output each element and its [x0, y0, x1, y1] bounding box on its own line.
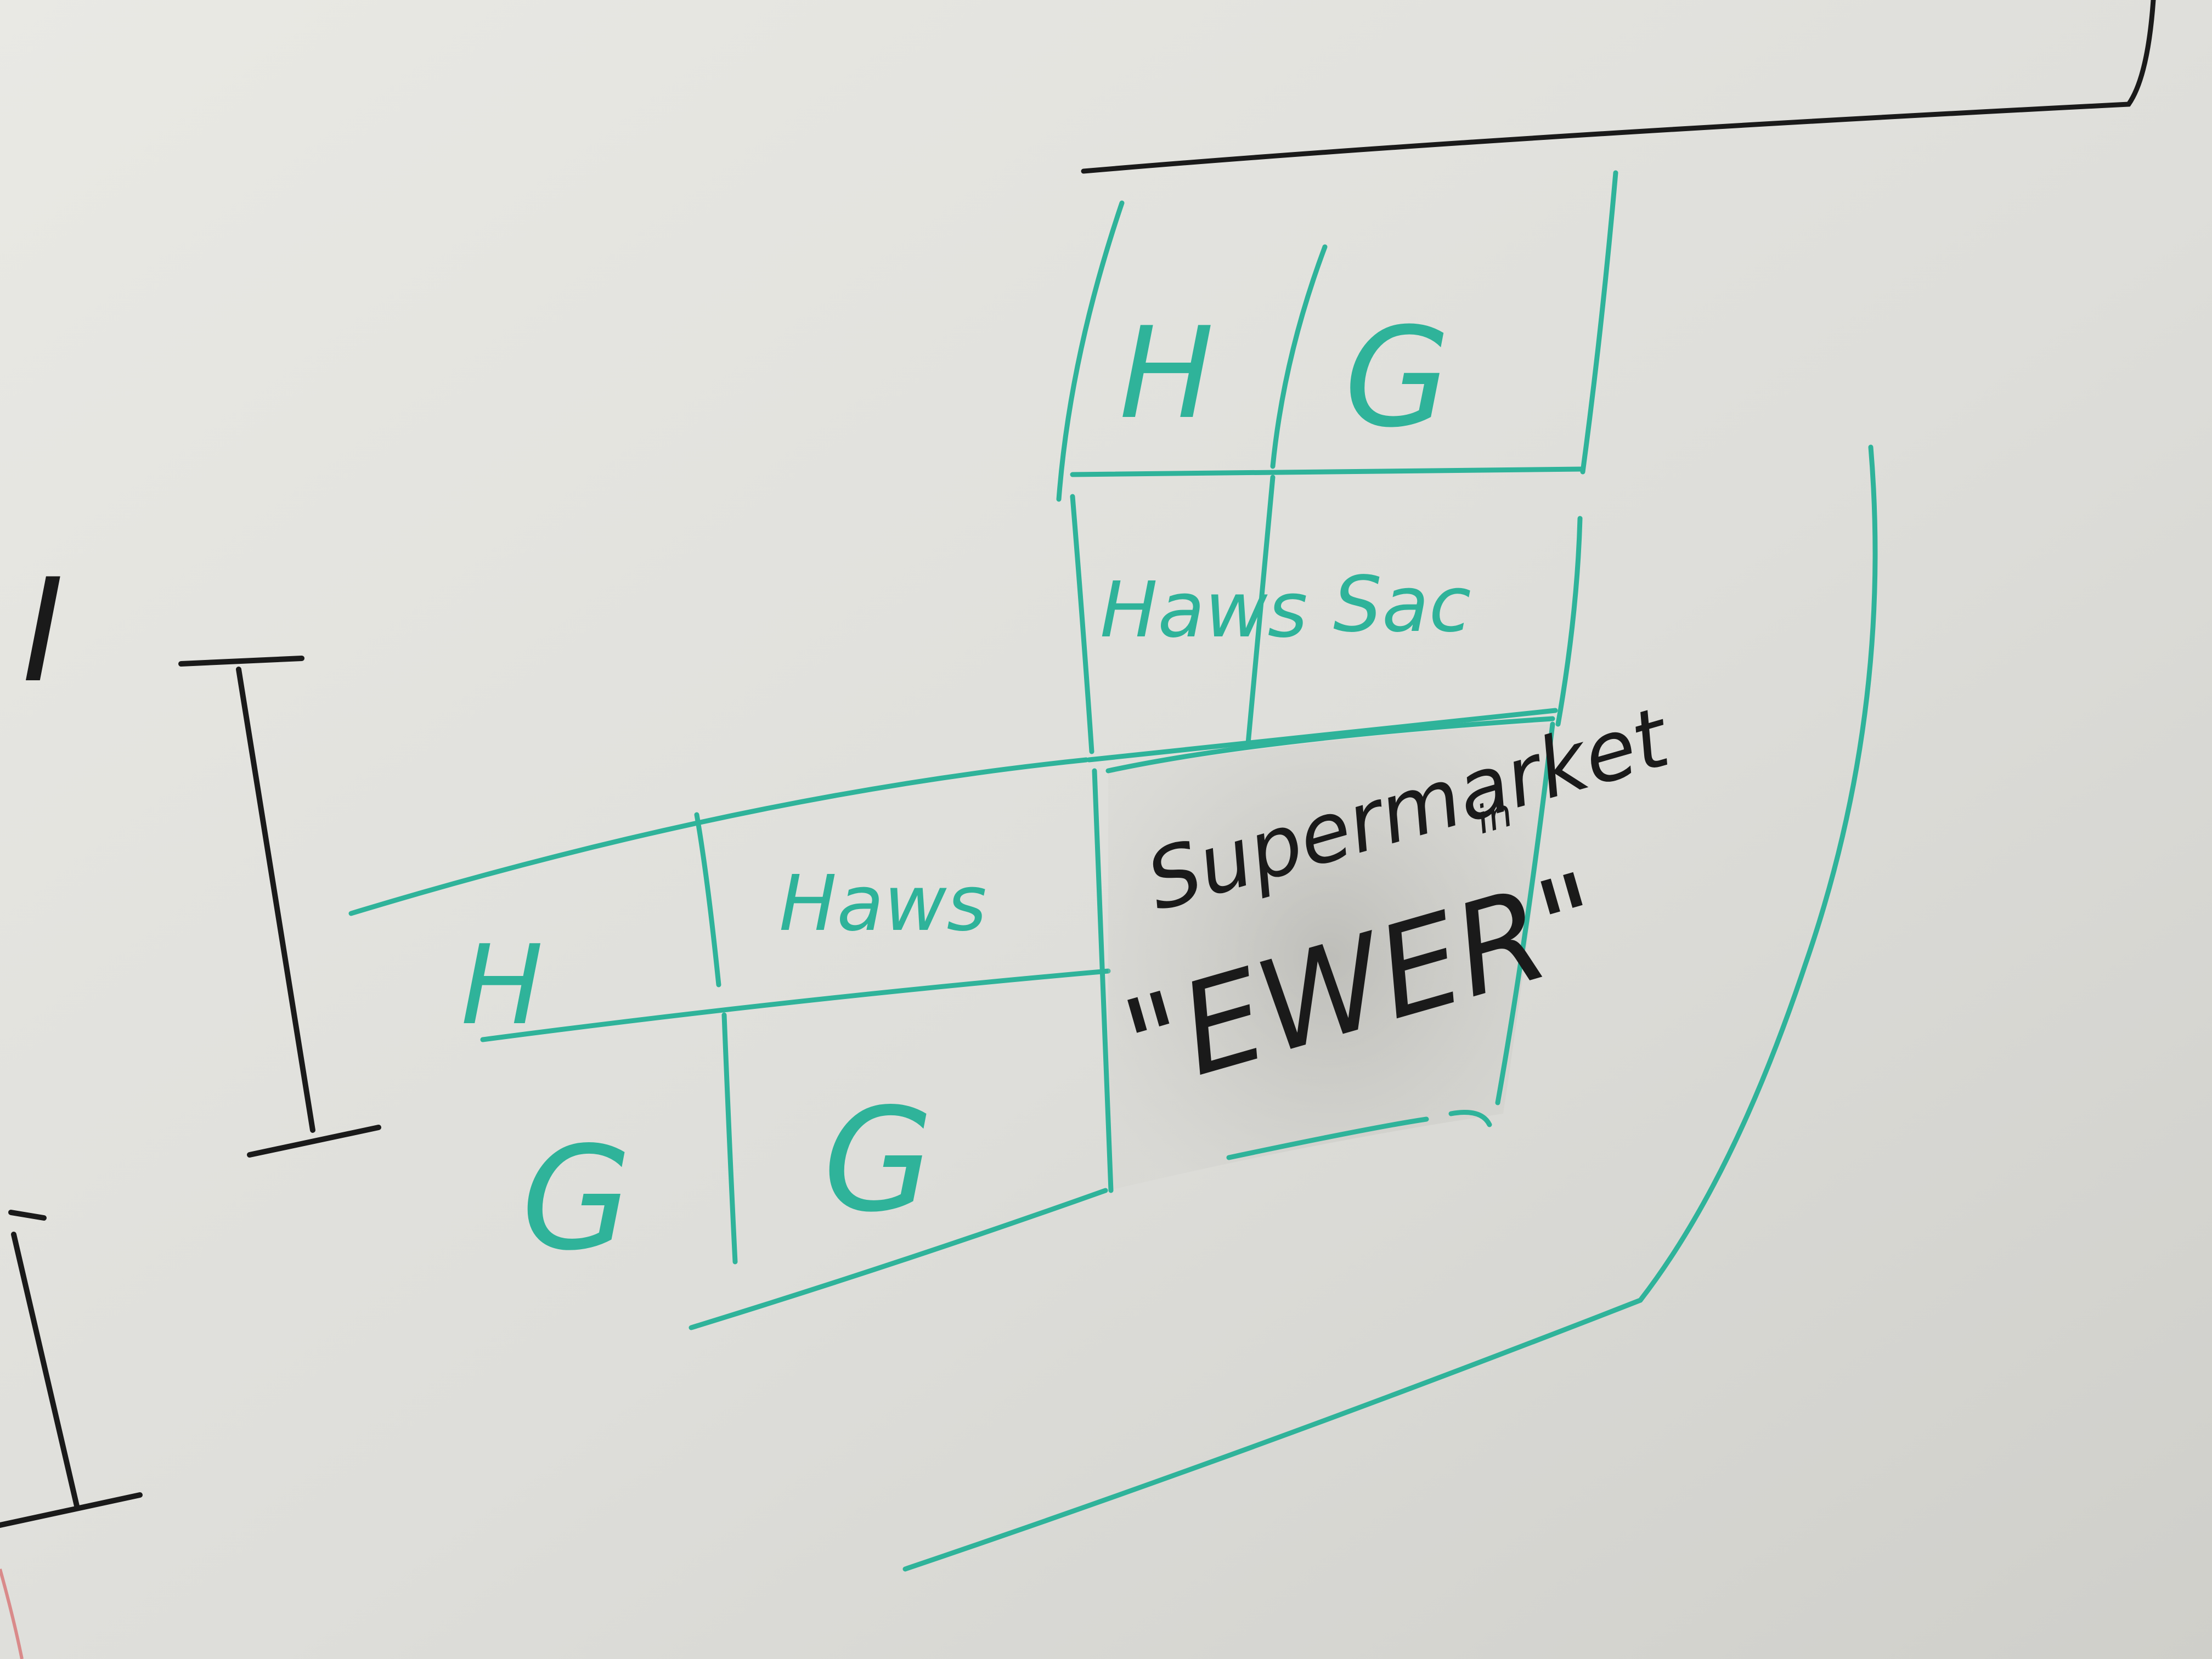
- cell-label-g-bottom-left: G: [521, 1116, 631, 1282]
- cell-label-haws-top: Haws: [1100, 566, 1308, 655]
- black-bracket-symbols: [0, 656, 381, 1528]
- black-frame-line: [1081, 0, 2156, 174]
- margin-symbol-i: I: [22, 549, 64, 714]
- cell-label-h-left: H: [461, 922, 543, 1049]
- center-cell: [1092, 716, 1555, 1193]
- top-grid: [1056, 170, 1618, 763]
- cell-label-sac: Sac: [1333, 560, 1471, 650]
- cell-label-g-bottom-right: G: [823, 1078, 933, 1244]
- green-outer-frame: [902, 444, 1878, 1572]
- red-scribble: [0, 1568, 24, 1659]
- cell-label-h-top: H: [1119, 301, 1214, 447]
- cell-label-g-top: G: [1344, 298, 1451, 458]
- left-grid: [348, 757, 1111, 1330]
- cell-label-haws-left: Haws: [779, 859, 987, 949]
